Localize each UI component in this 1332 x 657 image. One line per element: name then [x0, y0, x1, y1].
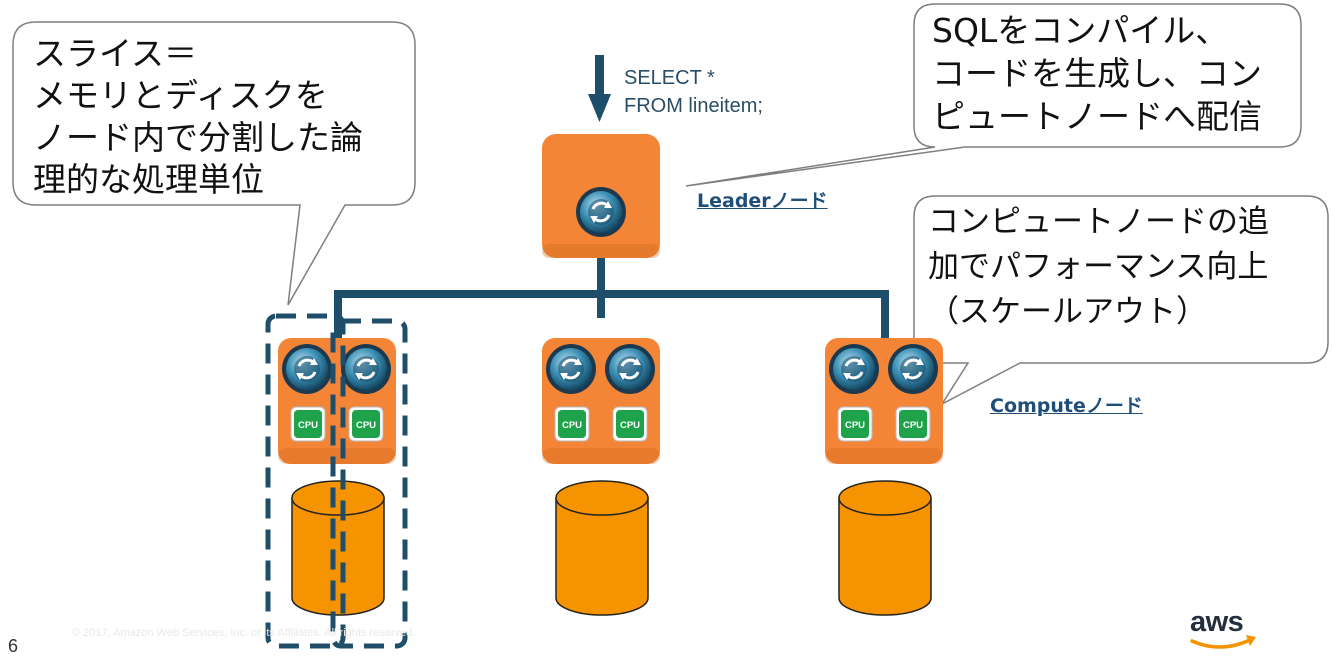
- compute-node-2: [542, 338, 660, 464]
- cpu-chip: [348, 406, 384, 442]
- slice-icon: [339, 342, 393, 396]
- sql-query-text: SELECT * FROM lineitem;: [624, 67, 763, 117]
- cpu-chip: [895, 406, 931, 442]
- query-arrow: [588, 55, 611, 122]
- scaleout-callout-bubble: [913, 195, 1329, 406]
- cpu-chip: [837, 406, 873, 442]
- slice-icon: [544, 342, 598, 396]
- aws-logo-smile: [1190, 637, 1254, 649]
- slice-icon: [827, 342, 881, 396]
- sql-callout-bubble: [685, 3, 1302, 187]
- disk-cylinder: [838, 480, 932, 616]
- compute-node-3: [825, 338, 943, 464]
- slice-outline-1: [265, 313, 346, 649]
- sql-callout-text: SQLをコンパイル、 コードを生成し、コン ピュートノードへ配信: [932, 11, 1262, 136]
- cpu-chip: [612, 406, 648, 442]
- cpu-chip: [290, 406, 326, 442]
- copyright-text: © 2017, Amazon Web Services, Inc. or its…: [72, 627, 416, 639]
- disk-cylinder: [555, 480, 649, 616]
- aws-logo: aws: [1190, 606, 1244, 638]
- slice-callout-bubble: [12, 21, 416, 306]
- slice-icon: [886, 342, 940, 396]
- connector-bus: [334, 258, 889, 338]
- slice-icon: [280, 342, 334, 396]
- slice-callout-text: スライス＝ メモリとディスクを ノード内で分割した論 理的な処理単位: [33, 34, 363, 199]
- cpu-chip: [554, 406, 590, 442]
- page-number: 6: [8, 636, 19, 656]
- disk-cylinder: [291, 480, 385, 616]
- slice-outline-2: [330, 318, 408, 649]
- leader-node-icon: [574, 185, 628, 239]
- slice-icon: [603, 342, 657, 396]
- compute-node-label: Computeノード: [990, 395, 1143, 417]
- scaleout-callout-text: コンピュートノードの追 加でパフォーマンス向上 （スケールアウト）: [928, 204, 1269, 330]
- leader-node: [542, 134, 660, 258]
- compute-node-1: [278, 338, 396, 464]
- leader-node-label: Leaderノード: [697, 190, 828, 212]
